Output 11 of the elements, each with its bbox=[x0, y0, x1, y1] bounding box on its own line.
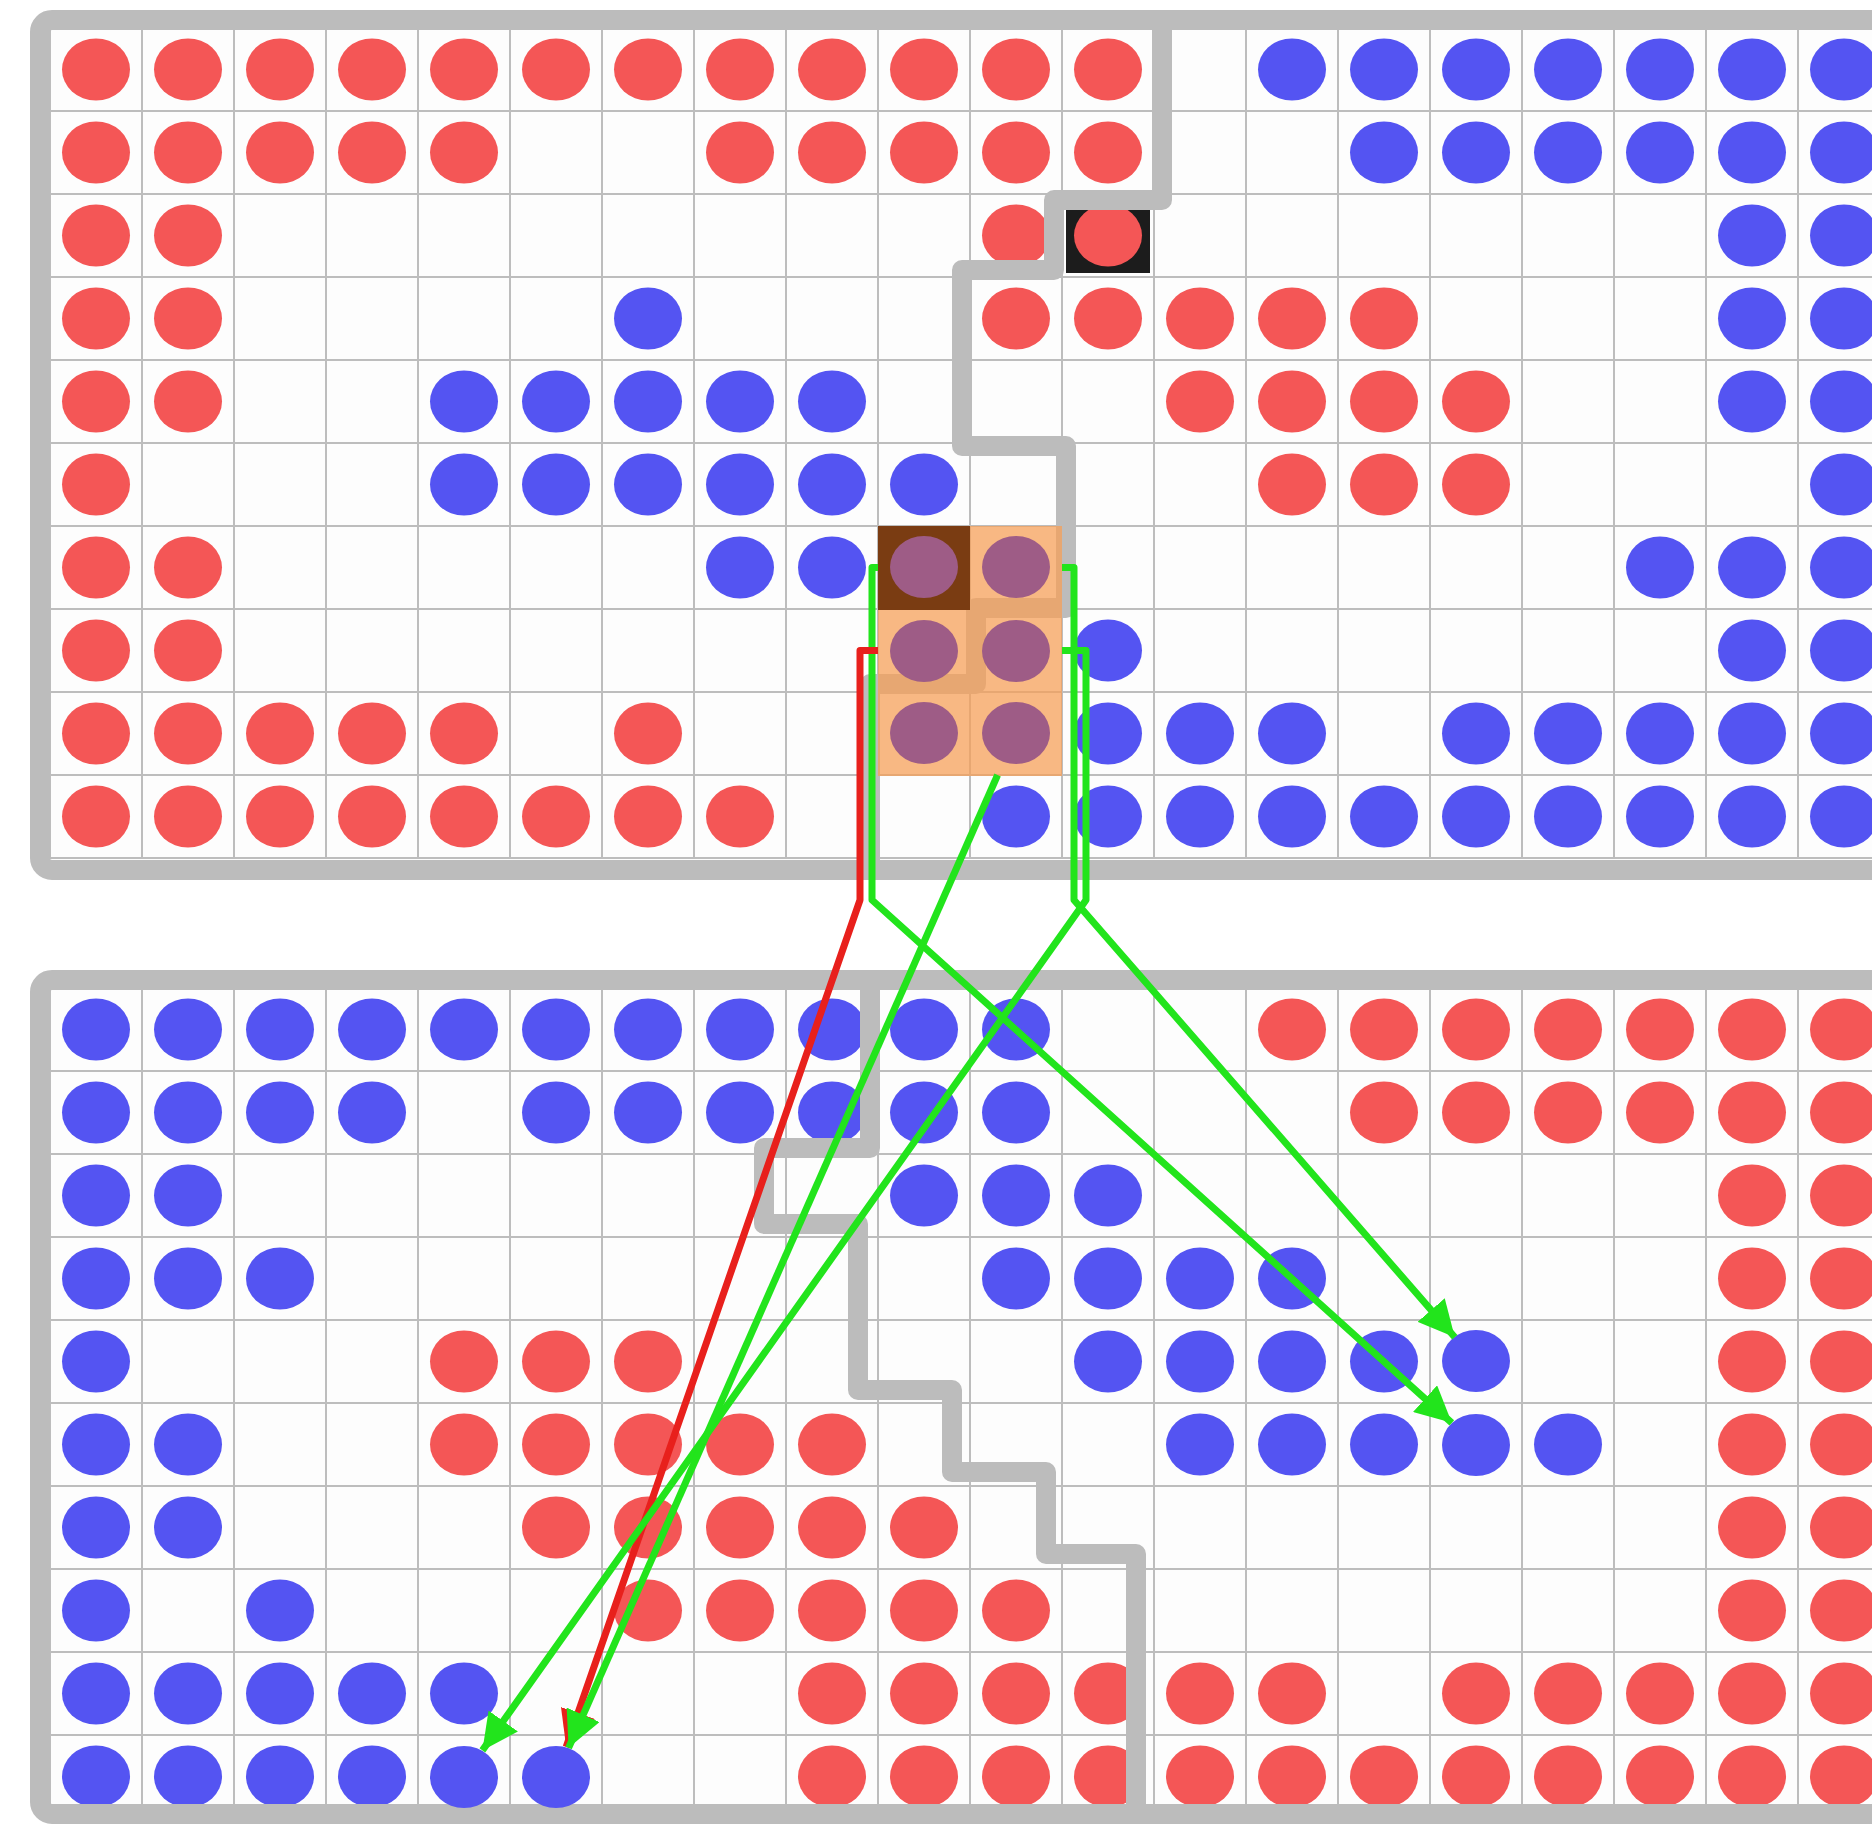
highlighted-cell bbox=[878, 692, 970, 775]
arrow bbox=[565, 773, 1001, 1750]
arrow bbox=[1062, 564, 1458, 1340]
highlighted-cell bbox=[970, 526, 1062, 609]
highlighted-cell bbox=[970, 609, 1062, 692]
highlighted-cell bbox=[878, 526, 970, 609]
highlighted-cell bbox=[878, 609, 970, 692]
highlighted-cell bbox=[970, 692, 1062, 775]
arrow bbox=[868, 564, 1455, 1426]
arrow bbox=[479, 647, 1090, 1753]
arrow bbox=[561, 647, 878, 1749]
